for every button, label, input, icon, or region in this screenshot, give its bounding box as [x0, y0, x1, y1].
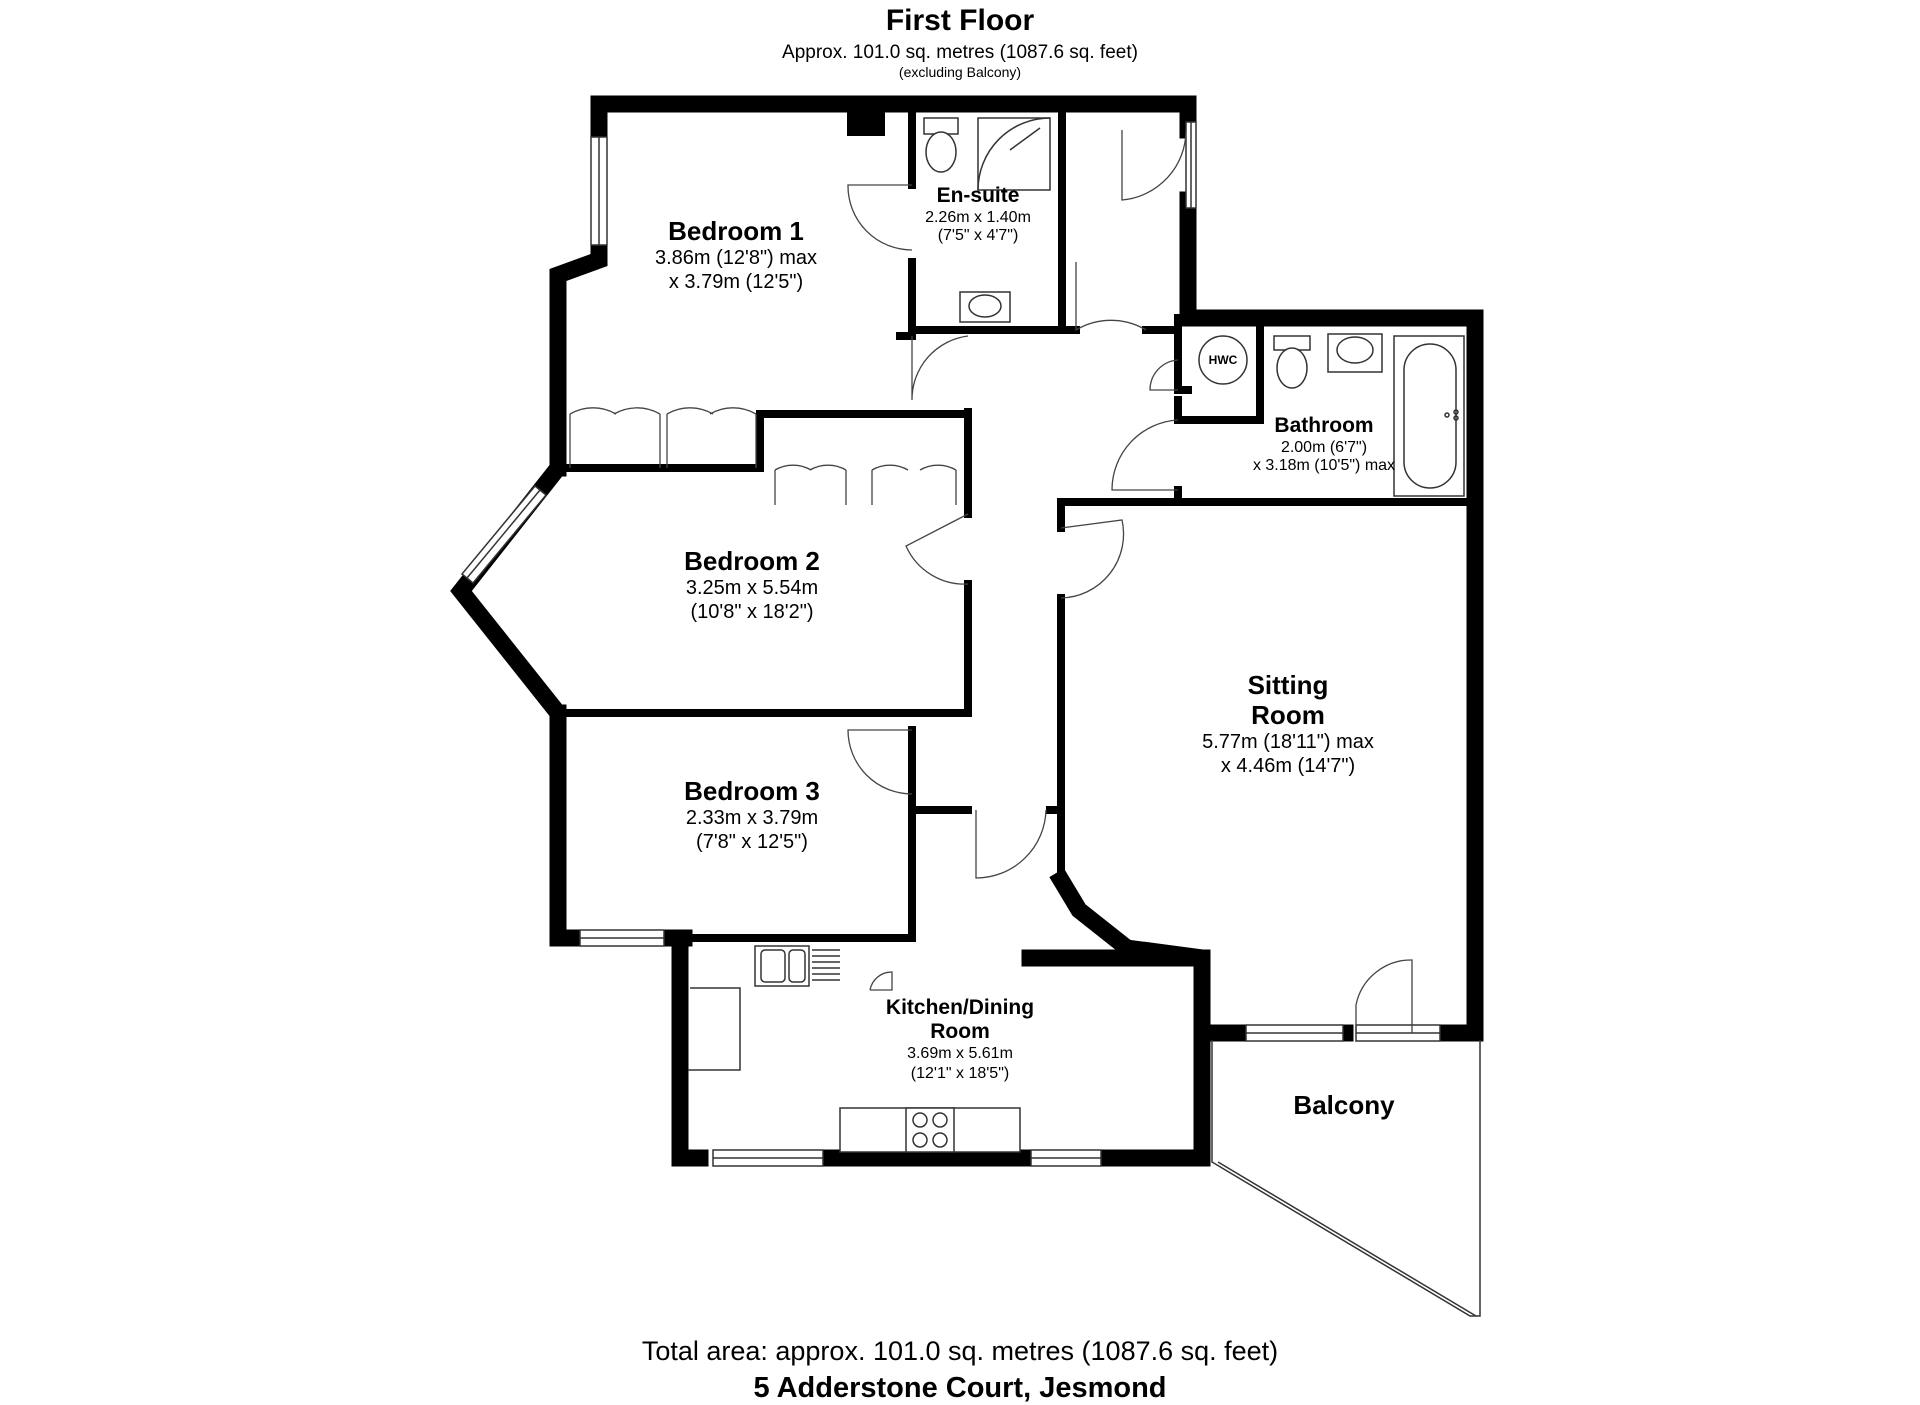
- bedroom-3-dim: (7'8" x 12'5"): [696, 831, 808, 853]
- property-address: 5 Adderstone Court, Jesmond: [753, 1372, 1167, 1404]
- windows: [460, 121, 1441, 1167]
- bedroom-1-dim: x 3.79m (12'5"): [669, 271, 803, 293]
- hob: [905, 1107, 955, 1153]
- sitting-room-dim: 5.77m (18'11") max: [1202, 731, 1374, 753]
- fixtures: HWC: [688, 117, 1481, 1317]
- bathroom-dim: x 3.18m (10'5") max: [1253, 457, 1395, 474]
- ensuite-dim: (7'5" x 4'7"): [938, 227, 1019, 244]
- hot-water-cylinder: [1198, 335, 1248, 385]
- ensuite-dim: 2.26m x 1.40m: [925, 209, 1031, 226]
- bathroom-dim: 2.00m (6'7"): [1281, 439, 1367, 456]
- kitchen-name: Room: [930, 1020, 990, 1043]
- floor-title: First Floor: [885, 4, 1035, 37]
- kitchen-dim: 3.69m x 5.61m: [907, 1045, 1013, 1062]
- kitchen-dim: (12'1" x 18'5"): [911, 1065, 1009, 1082]
- bedroom-3-dim: 2.33m x 3.79m: [686, 807, 818, 829]
- bathroom-name: Bathroom: [1274, 414, 1373, 437]
- toilet-bowl: [1276, 347, 1308, 389]
- bedroom-1-dim: 3.86m (12'8") max: [655, 247, 817, 269]
- total-area: Total area: approx. 101.0 sq. metres (10…: [641, 1336, 1279, 1366]
- floor-area: Approx. 101.0 sq. metres (1087.6 sq. fee…: [782, 42, 1138, 63]
- floor-area-note: (excluding Balcony): [898, 64, 1022, 80]
- balcony-name: Balcony: [1293, 1090, 1395, 1120]
- bedroom-3-name: Bedroom 3: [684, 776, 820, 806]
- kitchen-name: Kitchen/Dining: [886, 996, 1034, 1019]
- worktop: [688, 987, 741, 1071]
- room-labels: Bedroom 1 3.86m (12'8") max x 3.79m (12'…: [655, 184, 1395, 1120]
- bedroom-1-name: Bedroom 1: [668, 216, 804, 246]
- wardrobes: [569, 407, 957, 505]
- sitting-room-name: Sitting: [1248, 670, 1329, 700]
- toilet-bowl: [925, 131, 957, 173]
- bedroom-2-dim: 3.25m x 5.54m: [686, 577, 818, 599]
- hwc-label: HWC: [1209, 353, 1238, 367]
- sitting-room-name: Room: [1251, 700, 1325, 730]
- bedroom-2-name: Bedroom 2: [684, 546, 820, 576]
- ensuite-name: En-suite: [937, 184, 1020, 207]
- doors: [847, 129, 1413, 1033]
- bedroom-2-dim: (10'8" x 18'2"): [690, 601, 813, 623]
- balcony-outline: [1211, 1040, 1481, 1317]
- sitting-room-dim: x 4.46m (14'7"): [1221, 755, 1355, 777]
